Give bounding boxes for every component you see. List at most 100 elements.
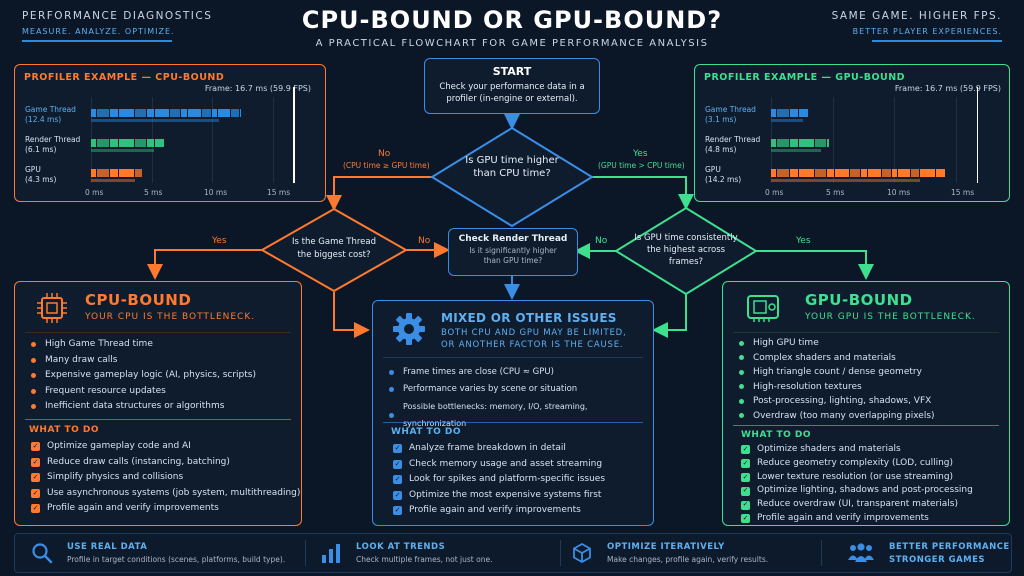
footer-text: Check multiple frames, not just one. (356, 555, 493, 564)
timing-bar-segment (920, 169, 935, 177)
branch-yes-sub: (GPU time > CPU time) (598, 161, 685, 170)
tick: 0 ms (765, 188, 784, 197)
arrow-game-yes (147, 249, 262, 280)
cpu-bound-actions: ✓Optimize gameplay code and AI ✓Reduce d… (31, 439, 300, 517)
timing-bar-segment (97, 169, 109, 177)
gpu-bound-symptoms: High GPU time Complex shaders and materi… (739, 336, 935, 423)
cpu-bound-panel: CPU-BOUND YOUR CPU IS THE BOTTLENECK. Hi… (14, 281, 302, 526)
divider (25, 419, 291, 420)
bullet-text: Expensive gameplay logic (AI, physics, s… (45, 370, 256, 380)
action-text: Profile again and verify improvements (757, 512, 929, 523)
timing-bar-segment (835, 169, 849, 177)
checkbox-icon: ✓ (393, 490, 402, 500)
action-text: Reduce draw calls (instancing, batching) (47, 456, 230, 467)
bullet-dot (739, 369, 744, 375)
timing-bar-segment (815, 139, 826, 147)
list-item: ✓Optimize shaders and materials (741, 443, 973, 457)
bullet-dot (31, 388, 36, 394)
row-name: Game Thread (25, 105, 76, 114)
footer-separator (305, 540, 306, 566)
branch-yes-label: Yes (633, 149, 648, 159)
timing-bar-segment (799, 109, 809, 117)
timing-bar-segment (135, 139, 146, 147)
timing-bar-segment (898, 169, 910, 177)
row-value: (6.1 ms) (25, 145, 57, 154)
checkbox-icon: ✓ (393, 506, 402, 516)
profiler-gpu-row-render: Render Thread (4.8 ms) (705, 135, 760, 155)
cpu-what-to-do-heading: WHAT TO DO (29, 425, 100, 435)
timing-bar-segment (240, 109, 241, 117)
arrow-gpu-mixed (652, 290, 687, 338)
start-title: START (492, 65, 532, 78)
list-item: ✓Reduce overdraw (UI, transparent materi… (741, 498, 973, 512)
timing-bar-segment (771, 139, 776, 147)
cpu-bound-title: CPU-BOUND (85, 291, 192, 309)
checkbox-icon: ✓ (741, 458, 750, 469)
footer-title: USE REAL DATA (67, 542, 148, 552)
profiler-gpu-row-game: Game Thread (3.1 ms) (705, 105, 756, 125)
list-item: Overdraw (too many overlapping pixels) (739, 409, 935, 424)
gpu-bound-subtitle: YOUR GPU IS THE BOTTLENECK. (805, 312, 976, 322)
list-item: Inefficient data structures or algorithm… (31, 399, 256, 415)
timing-bar-segment (170, 109, 180, 117)
mixed-subtitle-2: OR ANOTHER FACTOR IS THE CAUSE. (441, 340, 624, 350)
bullet-text: Overdraw (too many overlapping pixels) (753, 410, 935, 421)
footer-title: LOOK AT TRENDS (356, 542, 446, 552)
cpu-chip-icon (37, 293, 67, 323)
timing-bar-segment (827, 169, 834, 177)
timing-bar-segment (790, 139, 798, 147)
branch-no-sub: (CPU time ≥ GPU time) (343, 161, 430, 170)
row-name: GPU (25, 165, 41, 174)
footer-title: OPTIMIZE ITERATIVELY (607, 542, 725, 552)
footer-separator (821, 540, 822, 566)
footer-separator (560, 540, 561, 566)
profiler-gpu-panel: PROFILER EXAMPLE — GPU-BOUND Frame: 16.7… (694, 64, 1010, 202)
list-item: High-resolution textures (739, 380, 935, 395)
header-right-subtitle: BETTER PLAYER EXPERIENCES. (852, 27, 1002, 36)
mixed-symptoms: Frame times are close (CPU ≈ GPU) Perfor… (389, 364, 653, 432)
checkbox-icon: ✓ (393, 459, 402, 469)
action-text: Profile again and verify improvements (409, 505, 581, 515)
timing-sub-bar (91, 149, 154, 152)
bullet-dot (31, 357, 36, 363)
timing-bar-segment (147, 109, 154, 117)
action-text: Optimize lighting, shadows and post-proc… (757, 485, 973, 496)
cpu-bound-subtitle: YOUR CPU IS THE BOTTLENECK. (85, 312, 256, 322)
tick: 10 ms (204, 188, 228, 197)
tick: 5 ms (144, 188, 163, 197)
timing-bar-segment (936, 169, 945, 177)
grid-line (894, 97, 896, 183)
list-item: ✓Reduce geometry complexity (LOD, cullin… (741, 457, 973, 471)
checkbox-icon: ✓ (741, 486, 750, 496)
decision-gpu-vs-cpu-text: Is GPU time higher than CPU time? (465, 155, 559, 179)
branch-game-yes: Yes (212, 236, 227, 246)
profiler-cpu-frame: Frame: 16.7 ms (59.9 FPS) (204, 84, 311, 93)
footer-text: Make changes, profile again, verify resu… (607, 555, 769, 564)
bullet-dot (739, 340, 744, 346)
row-name: Game Thread (705, 105, 756, 114)
list-item: ✓Look for spikes and platform-specific i… (393, 472, 605, 488)
bullet-dot (739, 355, 744, 361)
row-name: GPU (705, 165, 721, 174)
row-value: (14.2 ms) (705, 175, 742, 184)
list-item: Frame times are close (CPU ≈ GPU) (389, 364, 653, 381)
profiler-cpu-row-gpu: GPU (4.3 ms) (25, 165, 56, 185)
bar-chart-icon (322, 544, 340, 563)
timing-bar-segment (815, 169, 826, 177)
check-text: Is it significantly higher than GPU time… (469, 246, 557, 265)
row-value: (4.8 ms) (705, 145, 737, 154)
list-item: Complex shaders and materials (739, 351, 935, 366)
list-item: Many draw calls (31, 353, 256, 369)
action-text: Optimize gameplay code and AI (47, 441, 191, 451)
header-left-title: PERFORMANCE DIAGNOSTICS (22, 10, 213, 22)
timing-bar-segment (777, 169, 789, 177)
divider (383, 422, 643, 423)
tick: 15 ms (267, 188, 291, 197)
profiler-cpu-panel: PROFILER EXAMPLE — CPU-BOUND Frame: 16.7… (14, 64, 326, 202)
timing-bar-segment (155, 109, 169, 117)
header-left: PERFORMANCE DIAGNOSTICS MEASURE. ANALYZE… (22, 10, 212, 42)
bullet-text: Complex shaders and materials (753, 352, 896, 363)
list-item: ✓Simplify physics and collisions (31, 470, 300, 486)
row-value: (12.4 ms) (25, 115, 62, 124)
timing-sub-bar (91, 119, 219, 122)
